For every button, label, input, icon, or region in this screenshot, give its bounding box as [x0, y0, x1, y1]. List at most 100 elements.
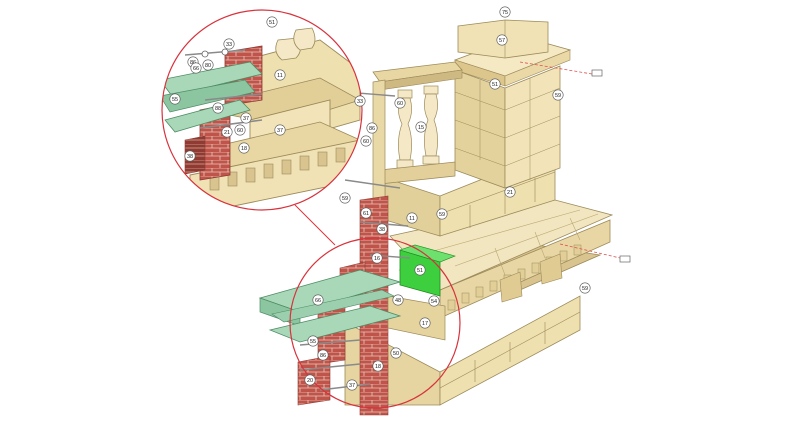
- part-label-bubble: [366, 122, 378, 134]
- part-label-bubble: [436, 208, 448, 220]
- part-label: 48: [392, 294, 404, 306]
- part-label-text: 50: [393, 351, 399, 357]
- part-label-text: 38: [187, 154, 193, 160]
- part-label-bubble: [234, 124, 246, 136]
- part-label: 60: [394, 97, 406, 109]
- part-label-bubble: [360, 207, 372, 219]
- part-label-bubble: [372, 360, 384, 372]
- part-label-bubble: [212, 102, 224, 114]
- part-label-text: 38: [379, 227, 385, 233]
- callout-connector: [294, 204, 336, 246]
- part-label-bubble: [346, 379, 358, 391]
- part-label: 57: [496, 34, 508, 46]
- part-label-bubble: [266, 16, 278, 28]
- part-label-bubble: [392, 294, 404, 306]
- part-label: 51: [489, 78, 501, 90]
- part-label-bubble: [394, 97, 406, 109]
- part-label-bubble: [406, 212, 418, 224]
- part-label-bubble: [221, 126, 233, 138]
- part-label: 18: [372, 360, 384, 372]
- part-label: 66: [312, 294, 324, 306]
- part-label-text: 86: [320, 353, 326, 359]
- part-label-text: 16: [374, 256, 380, 262]
- part-label-text: 86: [190, 60, 196, 66]
- part-label-text: 59: [555, 93, 561, 99]
- part-label-bubble: [428, 295, 440, 307]
- part-label: 51: [266, 16, 278, 28]
- part-label-bubble: [274, 124, 286, 136]
- part-label-text: 88: [215, 106, 221, 112]
- main-assembly: [258, 19, 631, 416]
- part-label: 37: [240, 112, 252, 124]
- part-label: 50: [390, 347, 402, 359]
- part-label-bubble: [419, 317, 431, 329]
- part-label-text: 57: [499, 38, 505, 44]
- part-label: 60: [234, 124, 246, 136]
- part-label-text: 55: [172, 97, 178, 103]
- baluster-row: [396, 85, 440, 169]
- part-label-text: 11: [409, 216, 415, 222]
- part-label-bubble: [360, 135, 372, 147]
- end-post: [372, 79, 386, 201]
- part-label: 60: [360, 135, 372, 147]
- baluster: [422, 85, 440, 165]
- part-label: 66: [190, 62, 202, 74]
- part-label-text: 18: [241, 146, 247, 152]
- part-label-text: 80: [205, 63, 211, 69]
- part-label-text: 55: [310, 339, 316, 345]
- part-label-text: 86: [369, 126, 375, 132]
- part-label: 33: [354, 95, 366, 107]
- part-label-text: 33: [226, 42, 232, 48]
- part-label-text: 37: [277, 128, 283, 134]
- detail-callout-lower: [289, 237, 461, 409]
- steel-beam: [258, 269, 402, 343]
- part-label-text: 37: [243, 116, 249, 122]
- part-label: 17: [419, 317, 431, 329]
- part-label-text: 33: [357, 99, 363, 105]
- part-label: 21: [504, 186, 516, 198]
- part-label: 55: [169, 93, 181, 105]
- detail-callout-upper: [161, 9, 363, 211]
- part-label-text: 15: [418, 125, 424, 131]
- part-label: 59: [579, 282, 591, 294]
- dashed-leaders: [519, 61, 621, 259]
- part-label-text: 51: [269, 20, 275, 26]
- part-label-text: 60: [397, 101, 403, 107]
- part-label: 80: [202, 59, 214, 71]
- part-label-bubble: [240, 112, 252, 124]
- part-label: 61: [360, 207, 372, 219]
- part-label: 54: [428, 295, 440, 307]
- part-label-bubble: [169, 93, 181, 105]
- part-label: 21: [221, 126, 233, 138]
- part-label-bubble: [552, 89, 564, 101]
- part-label-text: 51: [417, 268, 423, 274]
- part-label-text: 17: [422, 321, 428, 327]
- part-label: 51: [414, 264, 426, 276]
- part-label-text: 51: [492, 82, 498, 88]
- part-label: 37: [346, 379, 358, 391]
- part-label-text: 11: [277, 73, 283, 79]
- part-label-bubble: [414, 264, 426, 276]
- part-label: 33: [223, 38, 235, 50]
- part-label-bubble: [376, 223, 388, 235]
- part-label-text: 48: [395, 298, 401, 304]
- part-label-text: 37: [349, 383, 355, 389]
- part-label-bubble: [496, 34, 508, 46]
- part-label-text: 59: [342, 196, 348, 202]
- part-label: 18: [238, 142, 250, 154]
- part-label-bubble: [489, 78, 501, 90]
- part-label: 38: [376, 223, 388, 235]
- part-label-text: 60: [237, 128, 243, 134]
- part-label-bubble: [390, 347, 402, 359]
- part-label-bubble: [238, 142, 250, 154]
- part-label-text: 61: [363, 211, 369, 217]
- part-label: 59: [339, 192, 351, 204]
- part-label-bubble: [415, 121, 427, 133]
- part-label-bubble: [223, 38, 235, 50]
- part-label: 86: [366, 122, 378, 134]
- part-label: 88: [212, 102, 224, 114]
- part-label: 59: [436, 208, 448, 220]
- part-label-bubble: [312, 294, 324, 306]
- part-label-bubble: [339, 192, 351, 204]
